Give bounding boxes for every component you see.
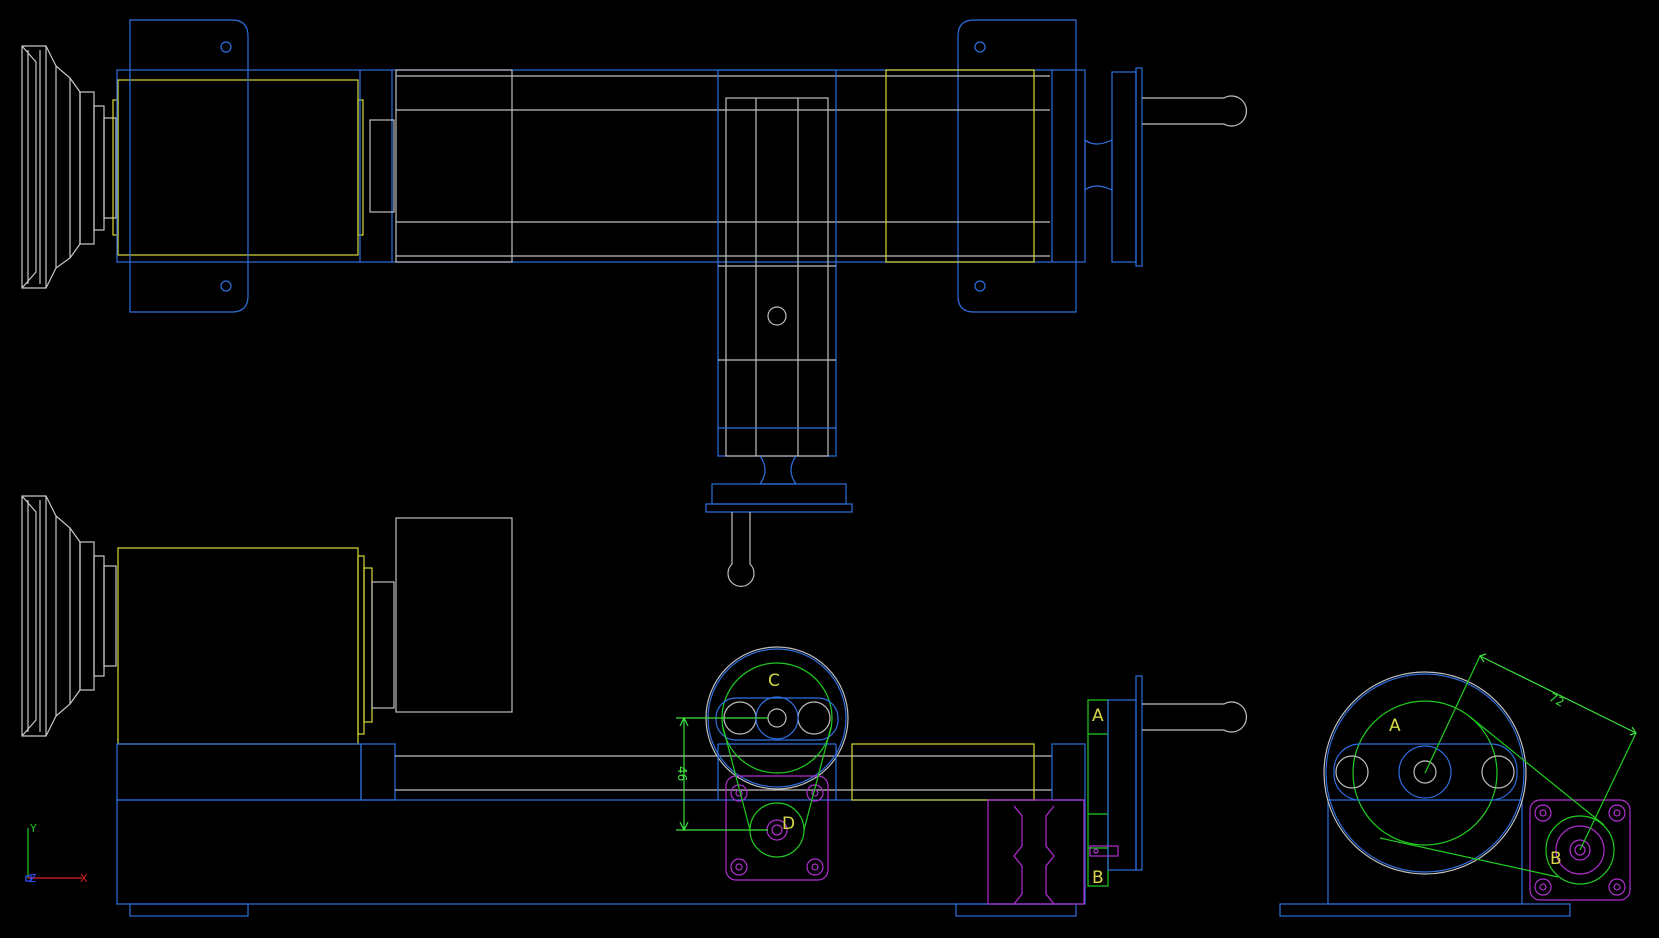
axis-y-label: Y [29, 822, 37, 835]
top-view [21, 19, 1248, 587]
ucs-axis-icon [25, 828, 82, 882]
front-view-right-handwheel [1087, 675, 1248, 887]
dimension-72-text: 72 [1547, 690, 1567, 709]
top-view-right-mount-plate [957, 19, 1077, 313]
top-view-right-handwheel [1084, 67, 1248, 267]
side-view-dimension-72 [1479, 653, 1637, 736]
top-view-left-mount-plate [129, 19, 249, 313]
label-pulley-b-front: B [1092, 868, 1104, 888]
top-view-vbelt-pulley [21, 45, 117, 289]
axis-z-label: Z [29, 872, 37, 885]
side-view-pulley-b [1529, 799, 1631, 901]
front-view-right-block [851, 743, 1035, 801]
front-view-base-frame [116, 799, 1086, 905]
side-view-pulley-a [1323, 671, 1527, 875]
label-pulley-d: D [782, 814, 795, 834]
front-view-bearing-block [987, 799, 1085, 905]
front-view-dimension-46 [676, 716, 768, 832]
top-view-cross-slide [705, 69, 853, 587]
dimension-46-text: 46 [675, 766, 689, 781]
label-pulley-a-front: A [1092, 706, 1104, 726]
top-view-right-block [885, 69, 1035, 263]
axis-x-label: X [80, 872, 88, 885]
front-view-coupling-block [395, 517, 513, 713]
label-pulley-a-side: A [1389, 716, 1401, 736]
label-pulley-c: C [768, 671, 780, 691]
front-view-vbelt-pulley [21, 495, 117, 737]
front-view [21, 495, 1248, 917]
side-view [1279, 653, 1637, 917]
label-pulley-b-side: B [1550, 849, 1562, 869]
